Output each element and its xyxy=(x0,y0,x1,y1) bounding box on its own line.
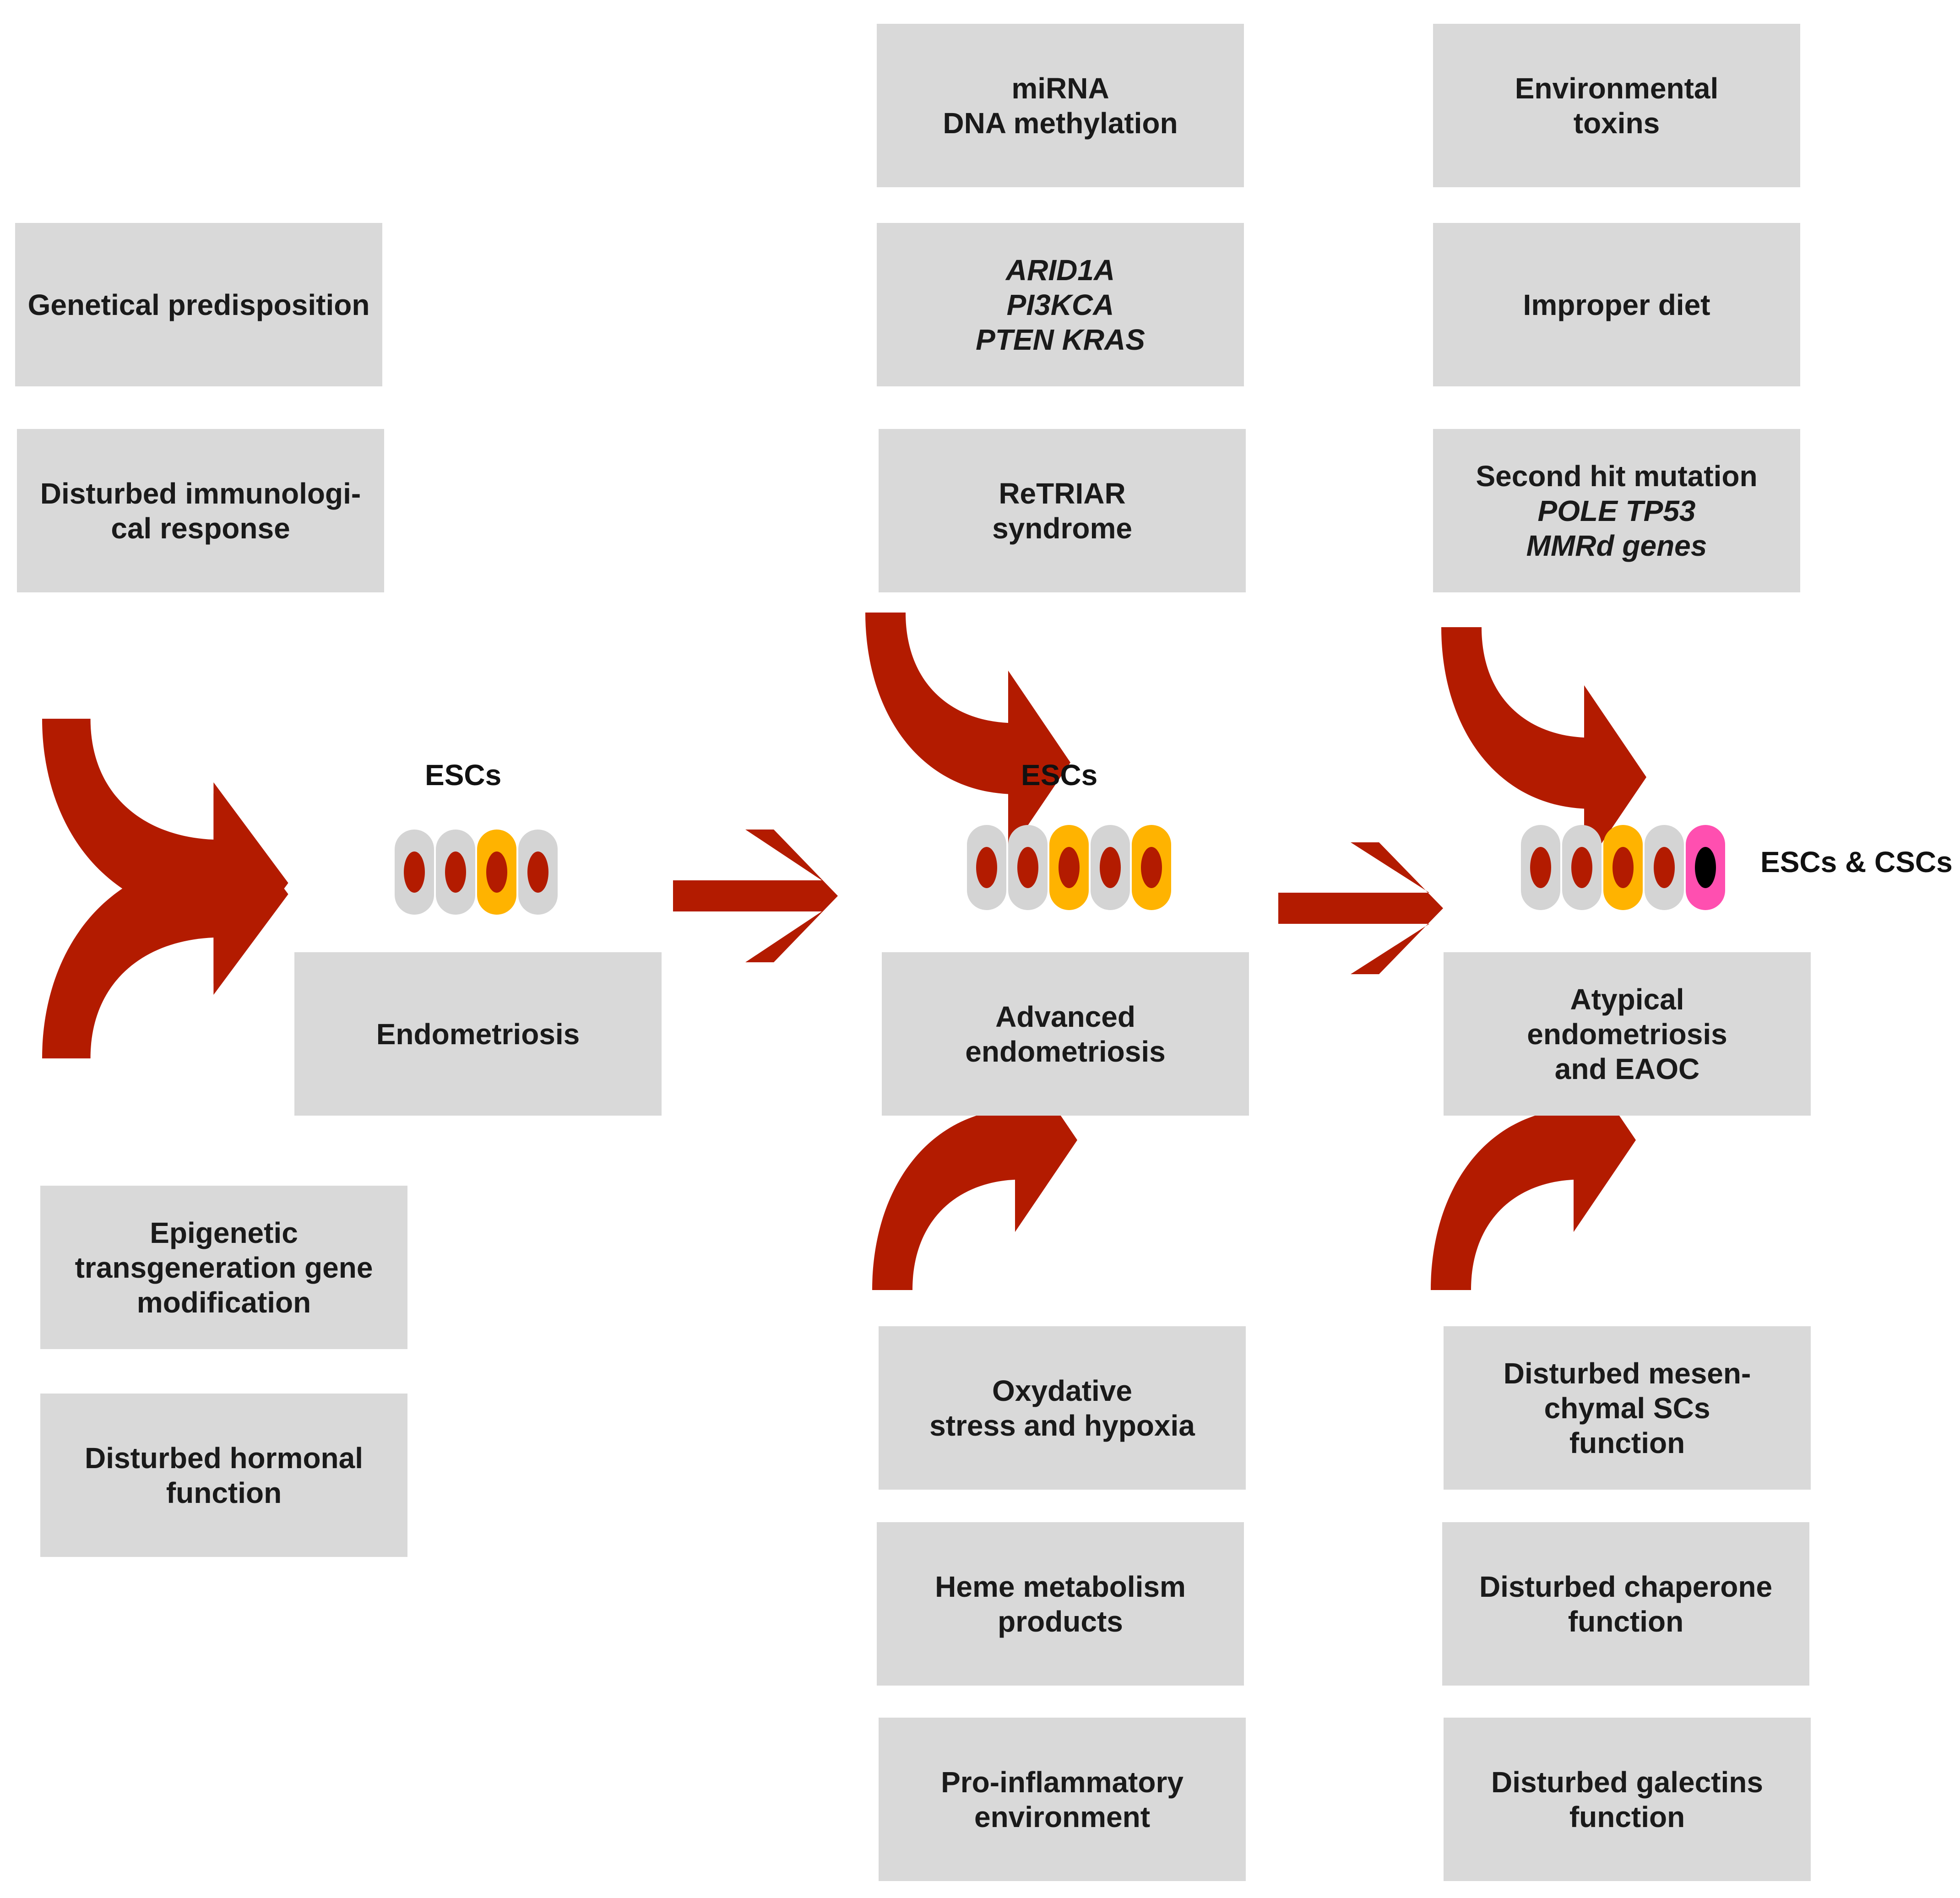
stage-text: endometriosis xyxy=(1527,1017,1727,1051)
factor-text: Disturbed hormonal xyxy=(84,1441,364,1475)
factor-text: chymal SCs xyxy=(1544,1391,1710,1425)
stage-text: Advanced xyxy=(995,1000,1135,1033)
cell-normal xyxy=(1562,825,1602,910)
factor-pro-inflammatory-environment: Pro-inflammatory environment xyxy=(879,1718,1246,1881)
cell-group-advanced xyxy=(967,825,1171,910)
factor-text: PTEN KRAS xyxy=(976,323,1145,356)
factor-genetical-predisposition: Genetical predisposition xyxy=(15,223,382,386)
cell-yellow xyxy=(1132,825,1171,910)
factor-oxydative-stress-hypoxia: Oxydative stress and hypoxia xyxy=(879,1326,1246,1490)
escs-label-1: ESCs xyxy=(425,759,502,792)
cell-normal xyxy=(1521,825,1560,910)
stage-text: endometriosis xyxy=(965,1035,1166,1068)
factor-second-hit-mutation: Second hit mutation POLE TP53 MMRd genes xyxy=(1433,429,1800,592)
cell-group-endometriosis xyxy=(395,830,558,915)
cell-normal xyxy=(967,825,1006,910)
factor-text: PI3KCA xyxy=(1006,288,1114,321)
cell-yellow xyxy=(477,830,516,915)
cell-nucleus xyxy=(1141,847,1162,888)
factor-text: Disturbed mesen- xyxy=(1503,1356,1751,1390)
factor-text: POLE TP53 xyxy=(1537,494,1696,527)
cell-nucleus xyxy=(1100,847,1121,888)
factor-text: syndrome xyxy=(992,511,1132,545)
factor-text: environment xyxy=(974,1800,1151,1833)
factor-text: MMRd genes xyxy=(1526,529,1707,562)
cell-normal xyxy=(436,830,475,915)
cell-nucleus xyxy=(1530,847,1551,888)
factor-text: Heme metabolism xyxy=(935,1570,1186,1603)
factor-text: Genetical predisposition xyxy=(27,288,370,321)
factor-text: function xyxy=(1569,1800,1685,1833)
factor-text: function xyxy=(1569,1426,1685,1459)
cell-nucleus xyxy=(486,851,507,893)
factor-text: Disturbed chaperone xyxy=(1479,1570,1773,1603)
factor-text: Improper diet xyxy=(1523,288,1710,321)
factor-text: Pro-inflammatory xyxy=(941,1765,1184,1799)
factor-text: stress and hypoxia xyxy=(929,1409,1195,1442)
cell-group-atypical xyxy=(1521,825,1725,910)
factor-text: cal response xyxy=(111,511,290,545)
factor-text: Oxydative xyxy=(992,1374,1132,1407)
cell-nucleus xyxy=(1059,847,1080,888)
stage-atypical-endometriosis-eaoc: Atypical endometriosis and EAOC xyxy=(1444,952,1811,1116)
factor-disturbed-hormonal-function: Disturbed hormonal function xyxy=(40,1394,407,1557)
cell-normal xyxy=(1645,825,1684,910)
factor-improper-diet: Improper diet xyxy=(1433,223,1800,386)
factor-text: miRNA xyxy=(1011,71,1109,105)
factor-text: ReTRIAR xyxy=(999,477,1126,510)
escs-cscs-label: ESCs & CSCs xyxy=(1760,846,1953,879)
factor-text: Second hit mutation xyxy=(1476,459,1758,493)
cell-nucleus xyxy=(527,851,548,893)
factor-text: function xyxy=(1568,1605,1684,1638)
straight-arrow-1 xyxy=(673,830,838,962)
stage-text: Atypical xyxy=(1570,982,1684,1016)
factor-retriar-syndrome: ReTRIAR syndrome xyxy=(879,429,1246,592)
cell-pink xyxy=(1686,825,1725,910)
cell-yellow xyxy=(1049,825,1089,910)
cell-normal xyxy=(1091,825,1130,910)
factor-text: DNA methylation xyxy=(943,106,1178,140)
factor-text: Environmental xyxy=(1515,71,1719,105)
stage-text: and EAOC xyxy=(1554,1052,1700,1085)
cell-normal xyxy=(395,830,434,915)
factor-text: modification xyxy=(136,1285,311,1319)
stage-endometriosis: Endometriosis xyxy=(294,952,662,1116)
cell-normal xyxy=(518,830,558,915)
factor-disturbed-mesenchymal-scs: Disturbed mesen- chymal SCs function xyxy=(1444,1326,1811,1490)
escs-label-2: ESCs xyxy=(1021,759,1098,792)
factor-disturbed-chaperone-function: Disturbed chaperone function xyxy=(1442,1522,1809,1686)
cell-normal xyxy=(1008,825,1048,910)
factor-mirna-dna-methylation: miRNA DNA methylation xyxy=(877,24,1244,187)
factor-environmental-toxins: Environmental toxins xyxy=(1433,24,1800,187)
factor-text: function xyxy=(166,1476,282,1509)
factor-gene-mutations: ARID1A PI3KCA PTEN KRAS xyxy=(877,223,1244,386)
cell-nucleus xyxy=(976,847,997,888)
factor-disturbed-galectins-function: Disturbed galectins function xyxy=(1444,1718,1811,1881)
cell-nucleus xyxy=(1695,847,1716,888)
cell-nucleus xyxy=(1613,847,1634,888)
stage-text: Endometriosis xyxy=(376,1017,580,1051)
factor-text: products xyxy=(998,1605,1123,1638)
curved-arrow-top-middle xyxy=(865,613,1070,855)
factor-text: toxins xyxy=(1573,106,1660,140)
cell-nucleus xyxy=(1654,847,1675,888)
factor-text: Epigenetic xyxy=(150,1216,298,1249)
factor-text: Disturbed immunologi- xyxy=(40,477,361,510)
cell-nucleus xyxy=(445,851,466,893)
factor-text: Disturbed galectins xyxy=(1491,1765,1763,1799)
straight-arrow-2 xyxy=(1278,842,1443,974)
stage-advanced-endometriosis: Advanced endometriosis xyxy=(882,952,1249,1116)
cell-nucleus xyxy=(1017,847,1038,888)
factor-epigenetic-modification: Epigenetic transgeneration gene modifica… xyxy=(40,1186,407,1349)
cell-nucleus xyxy=(404,851,425,893)
factor-text: ARID1A xyxy=(1005,253,1115,287)
factor-heme-metabolism-products: Heme metabolism products xyxy=(877,1522,1244,1686)
cell-yellow xyxy=(1603,825,1643,910)
factor-disturbed-immunological-response: Disturbed immunologi- cal response xyxy=(17,429,384,592)
cell-nucleus xyxy=(1571,847,1592,888)
factor-text: transgeneration gene xyxy=(75,1251,373,1284)
